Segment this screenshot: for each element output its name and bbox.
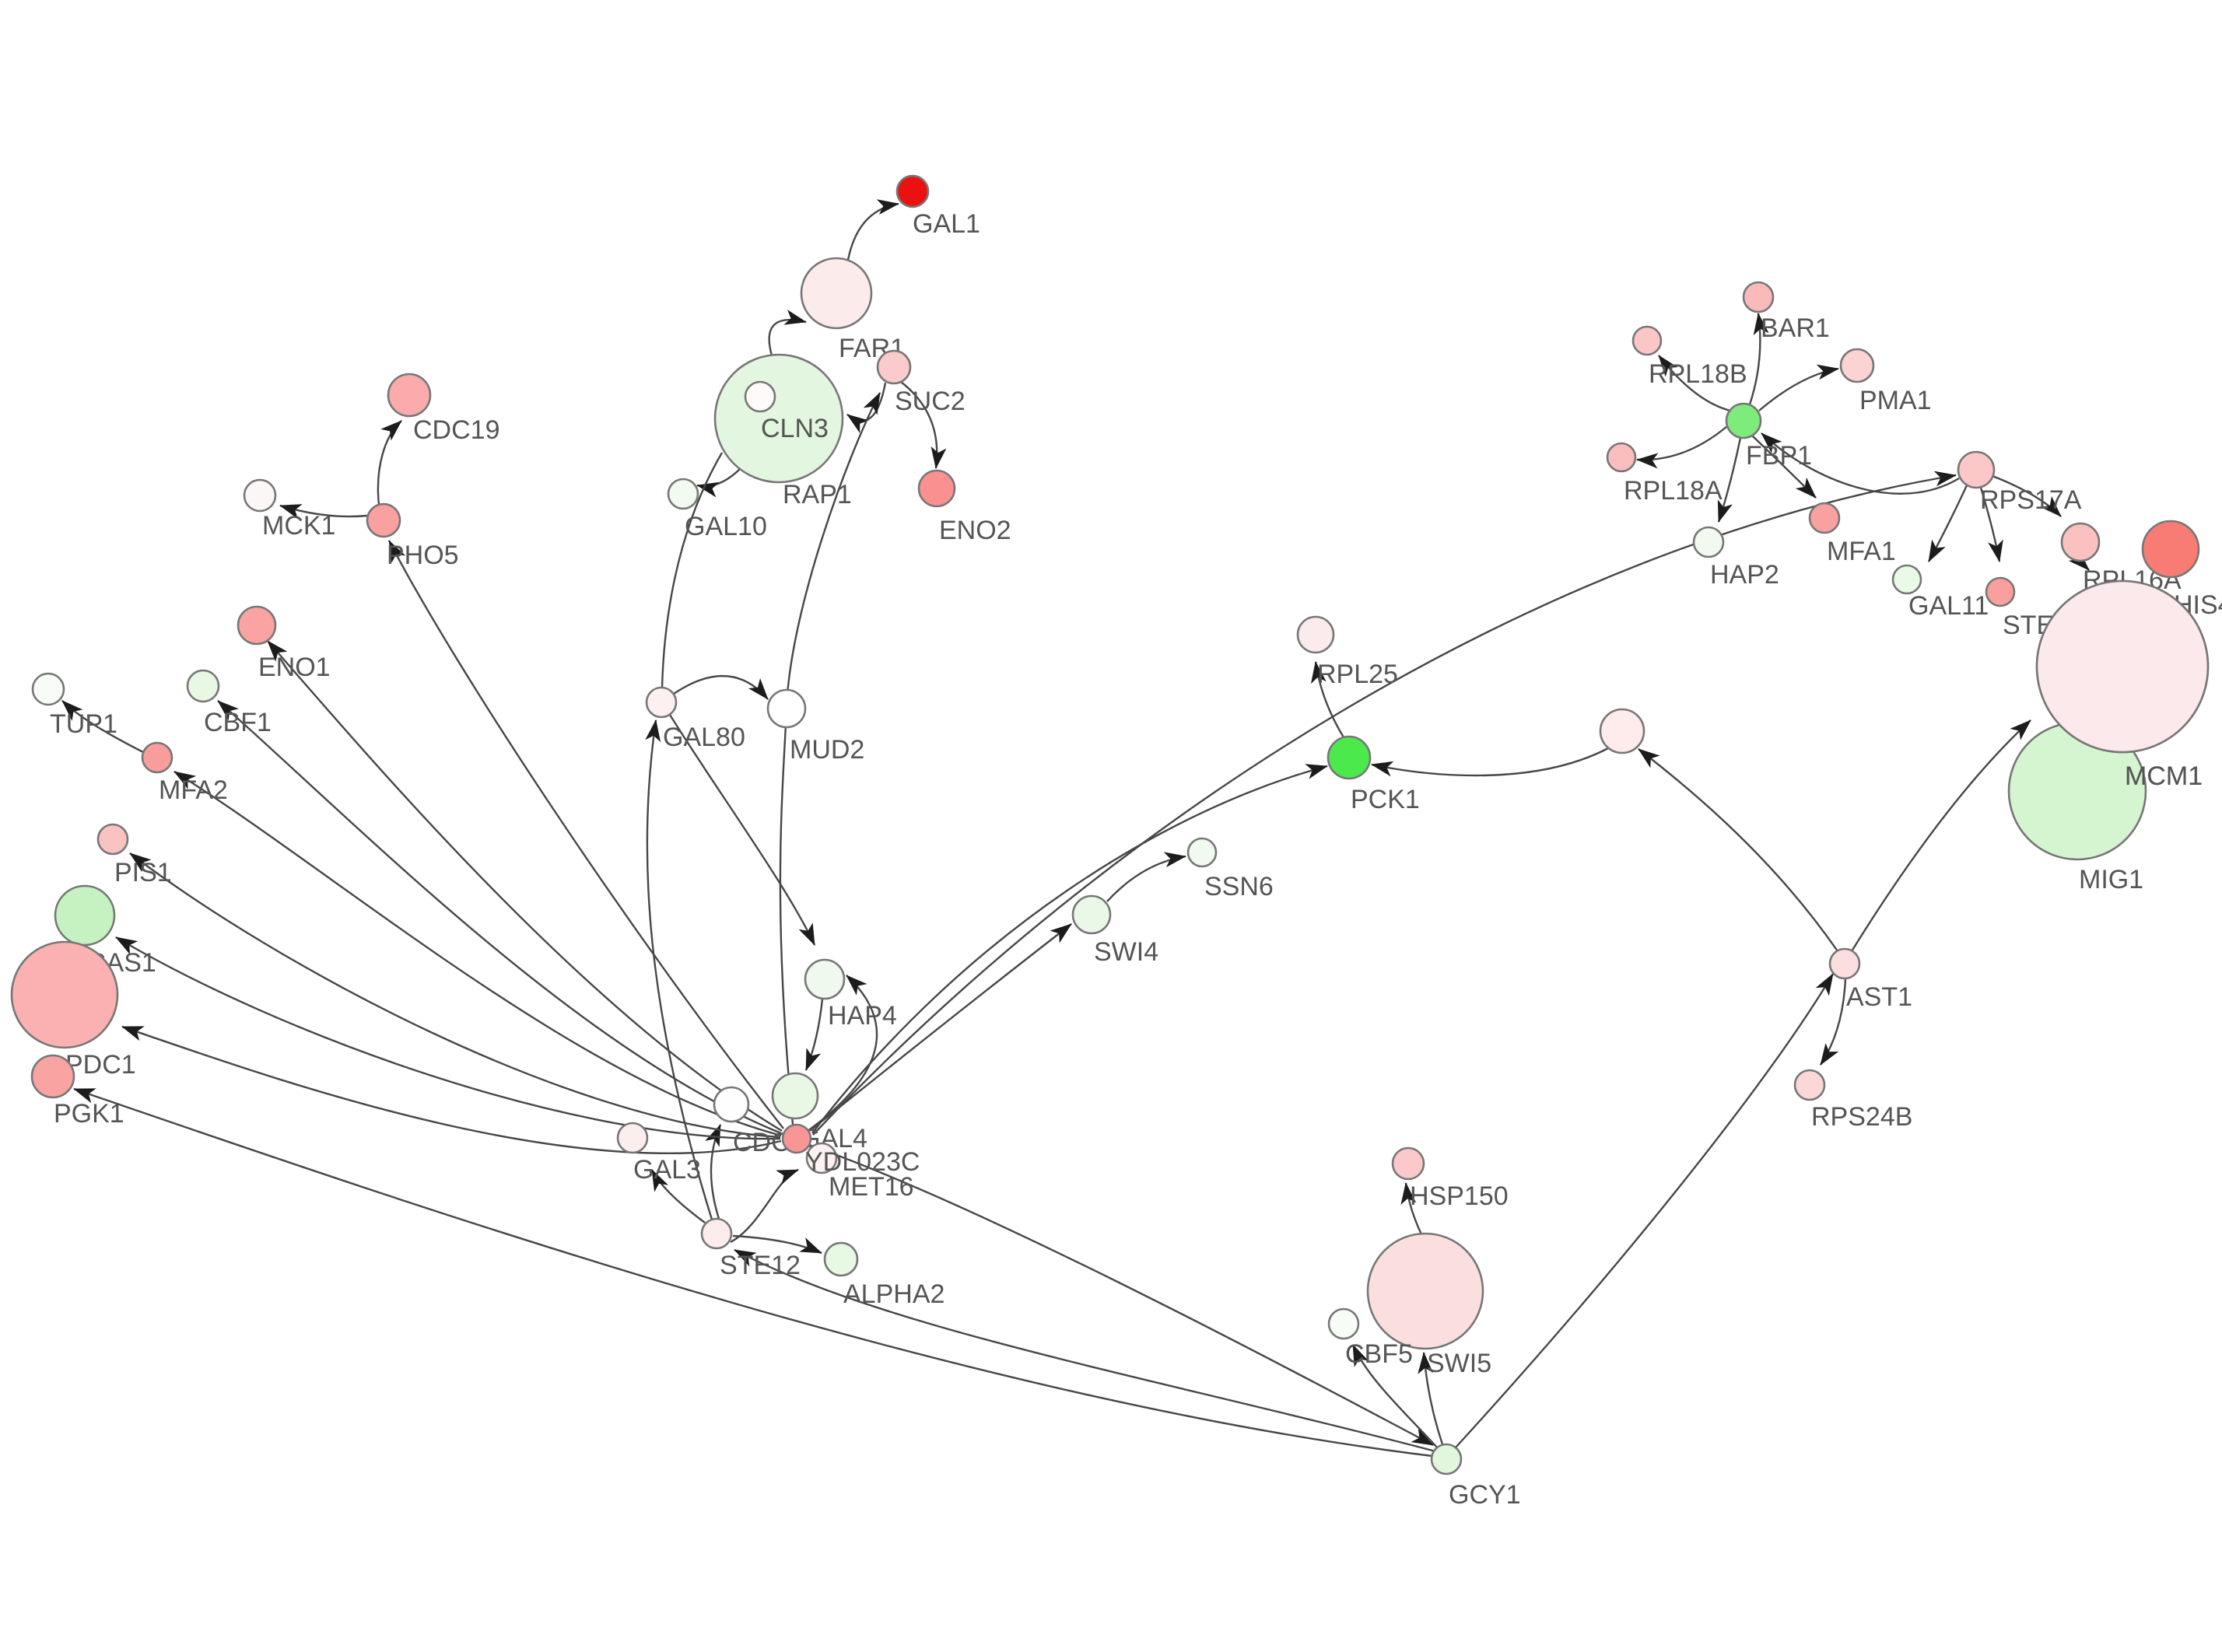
svg-text:YDL023C: YDL023C (805, 1147, 920, 1177)
svg-text:MUD2: MUD2 (790, 735, 864, 765)
svg-text:STE12: STE12 (720, 1251, 801, 1280)
svg-text:FBP1: FBP1 (1746, 441, 1812, 471)
svg-text:SWI4: SWI4 (1094, 937, 1158, 967)
svg-text:MET16: MET16 (829, 1172, 914, 1202)
svg-text:MCK1: MCK1 (262, 511, 335, 541)
svg-text:RPL25: RPL25 (1317, 660, 1398, 689)
svg-text:MIG1: MIG1 (2079, 865, 2143, 894)
svg-text:MCM1: MCM1 (2125, 761, 2203, 791)
svg-text:CDC: CDC (733, 1128, 790, 1157)
svg-text:MCM1: MCM1 (2125, 761, 2203, 791)
svg-text:RAP1: RAP1 (783, 480, 852, 509)
svg-text:SUC2: SUC2 (895, 387, 966, 416)
svg-text:RPL18A: RPL18A (1624, 476, 1723, 506)
svg-text:GAL1: GAL1 (913, 209, 980, 239)
svg-text:PMA1: PMA1 (1859, 386, 1932, 415)
svg-text:PIS1: PIS1 (114, 858, 172, 887)
svg-text:CLN3: CLN3 (761, 414, 829, 443)
svg-text:RPL18B: RPL18B (1649, 359, 1747, 389)
svg-text:HAP2: HAP2 (1710, 560, 1779, 590)
svg-text:HSP150: HSP150 (1410, 1181, 1509, 1211)
svg-text:HAP4: HAP4 (828, 1001, 897, 1031)
svg-text:ENO1: ENO1 (258, 653, 331, 682)
svg-text:RPS17A: RPS17A (1980, 485, 2082, 515)
svg-text:PGK1: PGK1 (54, 1099, 124, 1129)
svg-text:CBF1: CBF1 (204, 708, 272, 737)
svg-text:RPS24B: RPS24B (1811, 1102, 1912, 1132)
svg-text:GAL80: GAL80 (663, 723, 745, 752)
svg-text:ALPHA2: ALPHA2 (843, 1279, 945, 1309)
svg-text:GAL11: GAL11 (1908, 591, 1989, 621)
svg-text:PHO5: PHO5 (387, 541, 459, 570)
svg-text:PDC1: PDC1 (65, 1050, 136, 1080)
svg-text:TUP1: TUP1 (50, 709, 117, 739)
svg-text:MFA2: MFA2 (159, 775, 228, 805)
svg-text:CDC19: CDC19 (413, 415, 499, 445)
svg-text:SSN6: SSN6 (1204, 872, 1274, 901)
svg-text:PCK1: PCK1 (1351, 785, 1420, 814)
svg-text:CBF5: CBF5 (1345, 1339, 1413, 1369)
svg-text:ENO2: ENO2 (939, 516, 1011, 545)
svg-text:GAL3: GAL3 (633, 1155, 701, 1185)
svg-text:GCY1: GCY1 (1449, 1480, 1521, 1510)
svg-text:BAR1: BAR1 (1761, 313, 1830, 343)
svg-text:GAL10: GAL10 (685, 512, 767, 541)
svg-text:MFA1: MFA1 (1827, 537, 1896, 566)
svg-text:SWI5: SWI5 (1427, 1349, 1491, 1378)
svg-text:AST1: AST1 (1846, 982, 1912, 1012)
